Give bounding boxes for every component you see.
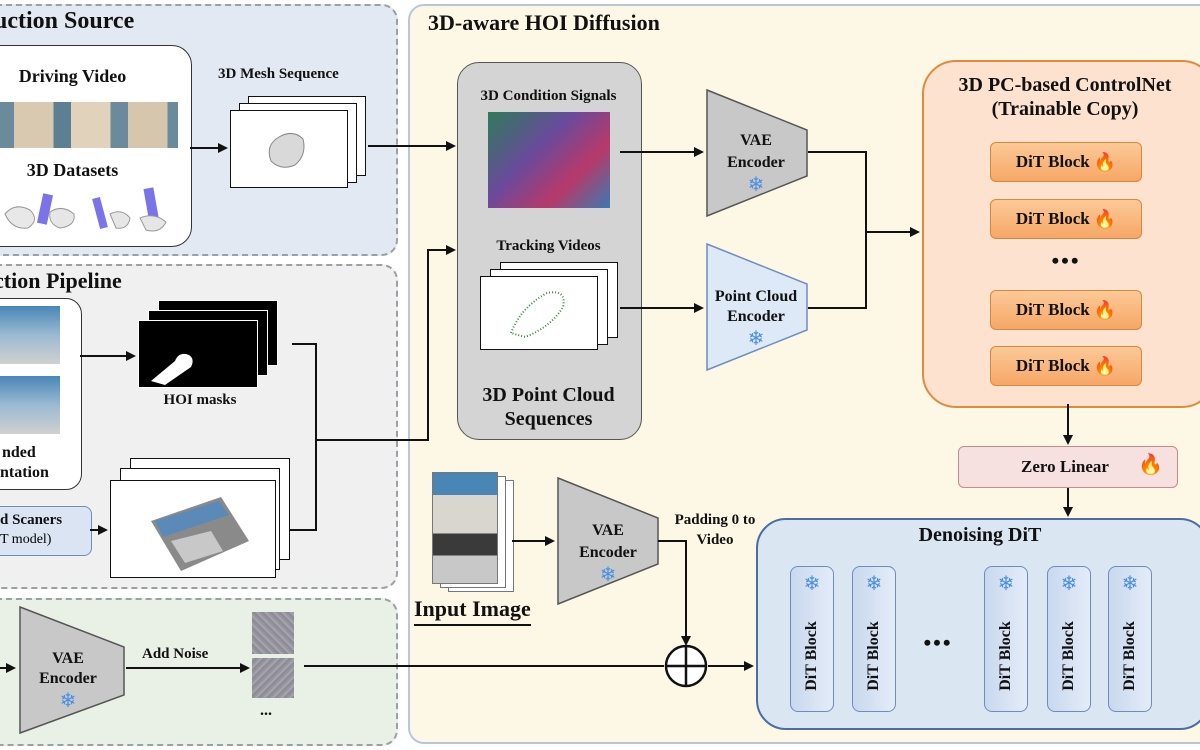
- bottom-vae-label-line2: Encoder: [39, 670, 97, 687]
- controlnet-dit-block: DiT Block 🔥: [990, 199, 1142, 239]
- controlnet-dots: •••: [1051, 248, 1081, 273]
- pipeline-panel-title: ction Pipeline: [0, 268, 122, 293]
- snowflake-icon: ❄: [803, 573, 821, 595]
- denoising-dit-title: Denoising DiT: [918, 524, 1042, 546]
- denoise-dit-block: ❄ DiT Block: [790, 566, 834, 712]
- scanners-box: [0, 506, 92, 556]
- noise-frame-1: [252, 612, 294, 654]
- scanners-label-line1: d Scaners: [0, 512, 63, 528]
- dit-block-label: DiT Block: [803, 621, 820, 692]
- dit-block-label: DiT Block: [1015, 152, 1090, 171]
- controlnet-dit-block: DiT Block 🔥: [990, 290, 1142, 330]
- dit-block-label: DiT Block: [997, 621, 1014, 692]
- denoise-dit-block: ❄ DiT Block: [852, 566, 896, 712]
- scanners-label-line2: T model): [0, 532, 52, 547]
- hoi-mask-1: [138, 320, 258, 388]
- zero-linear-box: [958, 446, 1178, 488]
- segmentation-label-line1: nded: [2, 444, 36, 461]
- snowflake-icon: ❄: [747, 328, 765, 350]
- snowflake-icon: ❄: [865, 573, 883, 595]
- vae-encoder-shape: [706, 88, 808, 218]
- dit-block-label: DiT Block: [1060, 621, 1077, 692]
- snowflake-icon: ❄: [1121, 573, 1139, 595]
- input-vae-label-line2: Encoder: [579, 544, 637, 561]
- fire-icon: 🔥: [1093, 151, 1117, 172]
- vae-encoder-label-line1: VAE: [740, 132, 772, 149]
- bottom-vae-label-line1: VAE: [52, 650, 84, 667]
- pc-encoder-label-line2: Encoder: [727, 308, 785, 325]
- padding-label-line1: Padding 0 to: [674, 512, 756, 528]
- point-cloud-encoder-shape: [706, 242, 808, 372]
- source-panel-title: uction Source: [0, 8, 135, 34]
- input-image: [432, 472, 498, 584]
- segmentation-label-line2: ntation: [0, 464, 49, 481]
- snowflake-icon: ❄: [997, 573, 1015, 595]
- snowflake-icon: ❄: [59, 690, 77, 712]
- noise-dots: ...: [260, 702, 272, 719]
- controlnet-dit-block: DiT Block 🔥: [990, 346, 1142, 386]
- dit-block-label: DiT Block: [865, 621, 882, 692]
- snowflake-icon: ❄: [599, 564, 617, 586]
- segmentation-frame-1: [0, 306, 60, 364]
- tracking-frame-1: [480, 276, 598, 350]
- padding-label-line2: Video: [696, 532, 734, 548]
- condition-signals-label: 3D Condition Signals: [480, 88, 617, 104]
- controlnet-title-line1: 3D PC-based ControlNet: [958, 74, 1172, 96]
- input-vae-label-line1: VAE: [592, 522, 624, 539]
- mesh-frame-1: [230, 110, 348, 188]
- hoi-masks-label: HOI masks: [163, 392, 237, 408]
- zero-linear-label: Zero Linear: [1021, 457, 1109, 476]
- controlnet-dit-block: DiT Block 🔥: [990, 142, 1142, 182]
- noise-frame-2: [252, 658, 294, 698]
- dit-block-label: DiT Block: [1015, 300, 1090, 319]
- snowflake-icon: ❄: [747, 174, 765, 196]
- datasets-label: 3D Datasets: [26, 160, 119, 180]
- add-noise-label: Add Noise: [142, 646, 209, 662]
- dit-block-label: DiT Block: [1015, 356, 1090, 375]
- dit-block-label: DiT Block: [1015, 209, 1090, 228]
- denoise-dit-block: ❄ DiT Block: [1047, 566, 1091, 712]
- bottom-vae-encoder: [19, 605, 125, 735]
- fire-icon: 🔥: [1138, 454, 1163, 476]
- input-image-label: Input Image: [414, 596, 531, 626]
- snowflake-icon: ❄: [1060, 573, 1078, 595]
- fire-icon: 🔥: [1093, 355, 1117, 376]
- pc-sequences-label-line1: 3D Point Cloud: [482, 384, 615, 406]
- segmentation-frame-2: [0, 376, 60, 434]
- tracking-videos-label: Tracking Videos: [496, 238, 601, 254]
- denoise-dit-block: ❄ DiT Block: [1108, 566, 1152, 712]
- denoise-dots: •••: [923, 630, 953, 655]
- fire-icon: 🔥: [1093, 208, 1117, 229]
- fire-icon: 🔥: [1093, 299, 1117, 320]
- hoi-panel-title: 3D-aware HOI Diffusion: [428, 10, 660, 35]
- dit-block-label: DiT Block: [1121, 621, 1138, 692]
- pc-sequences-label-line2: Sequences: [504, 408, 593, 430]
- condition-signals-image: [488, 112, 610, 208]
- scan-frame-1: [110, 480, 276, 578]
- pc-encoder-label-line1: Point Cloud: [714, 288, 798, 305]
- mesh-sequence-label: 3D Mesh Sequence: [218, 66, 339, 82]
- driving-video-frames: [0, 102, 178, 148]
- vae-encoder-label-line2: Encoder: [727, 154, 785, 171]
- controlnet-title-line2: (Trainable Copy): [991, 98, 1139, 120]
- driving-video-label: Driving Video: [18, 66, 127, 86]
- datasets-hand-renders: [4, 187, 167, 232]
- denoise-dit-block: ❄ DiT Block: [984, 566, 1028, 712]
